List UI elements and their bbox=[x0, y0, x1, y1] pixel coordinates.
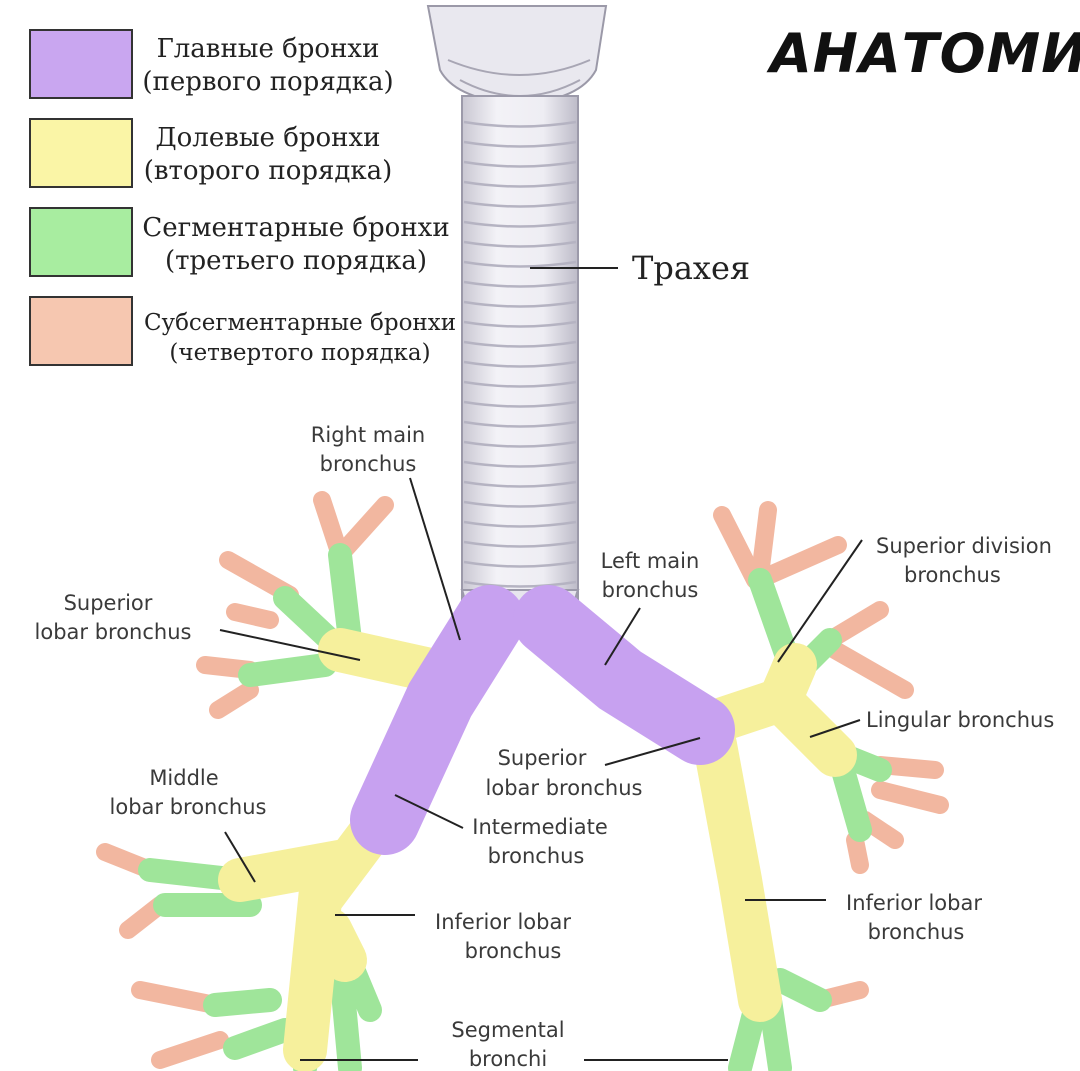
lingular-label: Lingular bronchus bbox=[866, 708, 1054, 732]
tracheal-ring bbox=[463, 380, 577, 388]
legend-main-line2: (первого порядка) bbox=[142, 67, 393, 97]
tracheal-ring bbox=[463, 580, 577, 588]
tracheal-ring bbox=[463, 300, 577, 308]
legend-subsegmental-line2: (четвертого порядка) bbox=[169, 340, 430, 366]
superior-lobar-right-label-2: lobar bronchus bbox=[35, 620, 192, 644]
intermediate-label-2: bronchus bbox=[488, 844, 585, 868]
legend-subsegmental-line1: Субсегментарные бронхи bbox=[144, 310, 456, 336]
tracheal-ring bbox=[463, 240, 577, 248]
tracheal-ring bbox=[463, 520, 577, 528]
legend-main-line1: Главные бронхи bbox=[157, 34, 380, 64]
tracheal-ring bbox=[463, 280, 577, 288]
legend-segmental-line2: (третьего порядка) bbox=[165, 246, 427, 276]
tracheal-ring bbox=[463, 120, 577, 128]
page-title: АНАТОМИЯ bbox=[766, 22, 1080, 85]
legend-swatch-segmental bbox=[29, 207, 133, 277]
left-main-bronchus-shape bbox=[513, 585, 735, 765]
anatomy-labels: Right main bronchus Left main bronchus S… bbox=[35, 423, 1055, 1071]
tracheal-ring bbox=[463, 400, 577, 408]
tracheal-ring bbox=[463, 440, 577, 448]
right-bronchial-tree bbox=[96, 491, 525, 1071]
intermediate-label-1: Intermediate bbox=[472, 815, 608, 839]
legend-swatch-main bbox=[29, 29, 133, 99]
middle-lobar-label-1: Middle bbox=[149, 766, 218, 790]
superior-division-label-1: Superior division bbox=[876, 534, 1052, 558]
legend: Главные бронхи (первого порядка) Долевые… bbox=[29, 29, 456, 366]
middle-lobar-label-2: lobar bronchus bbox=[110, 795, 267, 819]
inferior-lobar-right-label-2: bronchus bbox=[465, 939, 562, 963]
tracheal-ring bbox=[463, 480, 577, 488]
left-main-label-2: bronchus bbox=[602, 578, 699, 602]
inferior-lobar-left-label-2: bronchus bbox=[868, 920, 965, 944]
tracheal-ring bbox=[463, 200, 577, 208]
trachea-illustration bbox=[453, 95, 584, 642]
legend-swatch-lobar bbox=[29, 118, 133, 188]
tracheal-ring bbox=[463, 320, 577, 328]
right-main-label-1: Right main bbox=[311, 423, 425, 447]
legend-lobar-line2: (второго порядка) bbox=[144, 156, 393, 186]
segmental-label-1: Segmental bbox=[451, 1018, 564, 1042]
superior-lobar-left-label-1: Superior bbox=[498, 746, 587, 770]
tracheal-ring bbox=[463, 500, 577, 508]
tracheal-ring bbox=[463, 560, 577, 568]
tracheal-ring bbox=[463, 540, 577, 548]
tracheal-ring bbox=[463, 220, 577, 228]
tracheal-ring bbox=[463, 460, 577, 468]
legend-lobar-line1: Долевые бронхи bbox=[156, 123, 381, 153]
superior-lobar-right-label-1: Superior bbox=[64, 591, 153, 615]
tracheal-ring bbox=[463, 160, 577, 168]
left-main-label-1: Left main bbox=[601, 549, 700, 573]
tracheal-ring bbox=[463, 420, 577, 428]
tracheal-ring bbox=[463, 180, 577, 188]
legend-swatch-subsegmental bbox=[29, 296, 133, 366]
tracheal-ring bbox=[463, 140, 577, 148]
left-bronchial-tree bbox=[513, 501, 949, 1071]
superior-division-label-2: bronchus bbox=[904, 563, 1001, 587]
right-main-label-2: bronchus bbox=[320, 452, 417, 476]
tracheal-ring bbox=[463, 340, 577, 348]
tracheal-ring bbox=[463, 360, 577, 368]
superior-lobar-left-label-2: lobar bronchus bbox=[486, 776, 643, 800]
right-lobar bbox=[218, 628, 452, 1071]
trachea-label: Трахея bbox=[632, 249, 750, 287]
inferior-lobar-left-label-1: Inferior lobar bbox=[846, 891, 982, 915]
tracheal-ring bbox=[463, 260, 577, 268]
right-main-bronchus-shape bbox=[350, 585, 525, 855]
larynx-illustration bbox=[426, 5, 608, 106]
inferior-lobar-right-label-1: Inferior lobar bbox=[435, 910, 571, 934]
segmental-label-2: bronchi bbox=[469, 1047, 547, 1071]
leader-lines bbox=[219, 267, 863, 1061]
legend-segmental-line1: Сегментарные бронхи bbox=[142, 213, 449, 243]
